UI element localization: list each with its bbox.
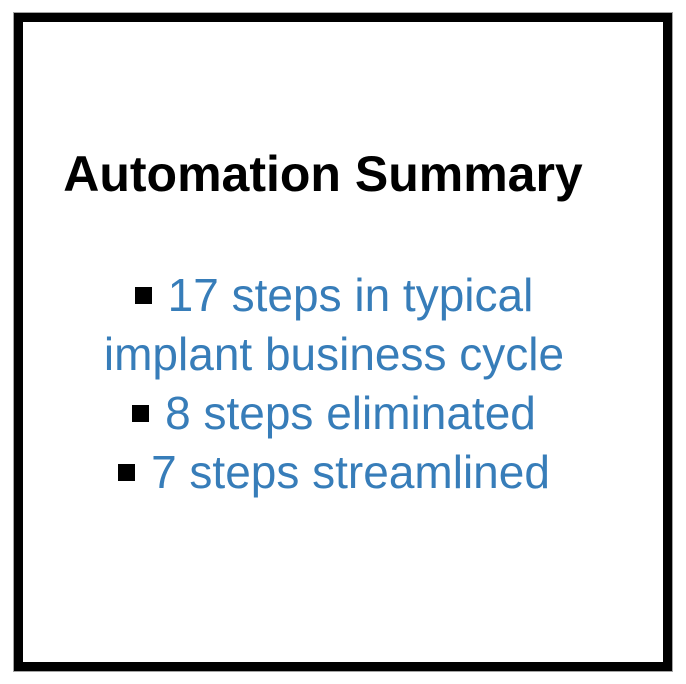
square-bullet-icon: [118, 464, 136, 482]
list-item: 17 steps in typical implant business cyc…: [84, 266, 584, 384]
square-bullet-icon: [134, 287, 152, 305]
list-item: 8 steps eliminated: [84, 384, 584, 443]
slide-content: Automation Summary 17 steps in typical i…: [23, 22, 663, 662]
bullet-text: 17 steps in typical implant business cyc…: [103, 269, 565, 380]
bullet-text: 8 steps eliminated: [165, 387, 536, 439]
bullet-list: 17 steps in typical implant business cyc…: [84, 266, 584, 502]
slide-frame: Automation Summary 17 steps in typical i…: [13, 12, 673, 672]
list-item: 7 steps streamlined: [84, 443, 584, 502]
slide-title: Automation Summary: [63, 146, 583, 202]
square-bullet-icon: [132, 405, 150, 423]
bullet-text: 7 steps streamlined: [151, 446, 550, 498]
